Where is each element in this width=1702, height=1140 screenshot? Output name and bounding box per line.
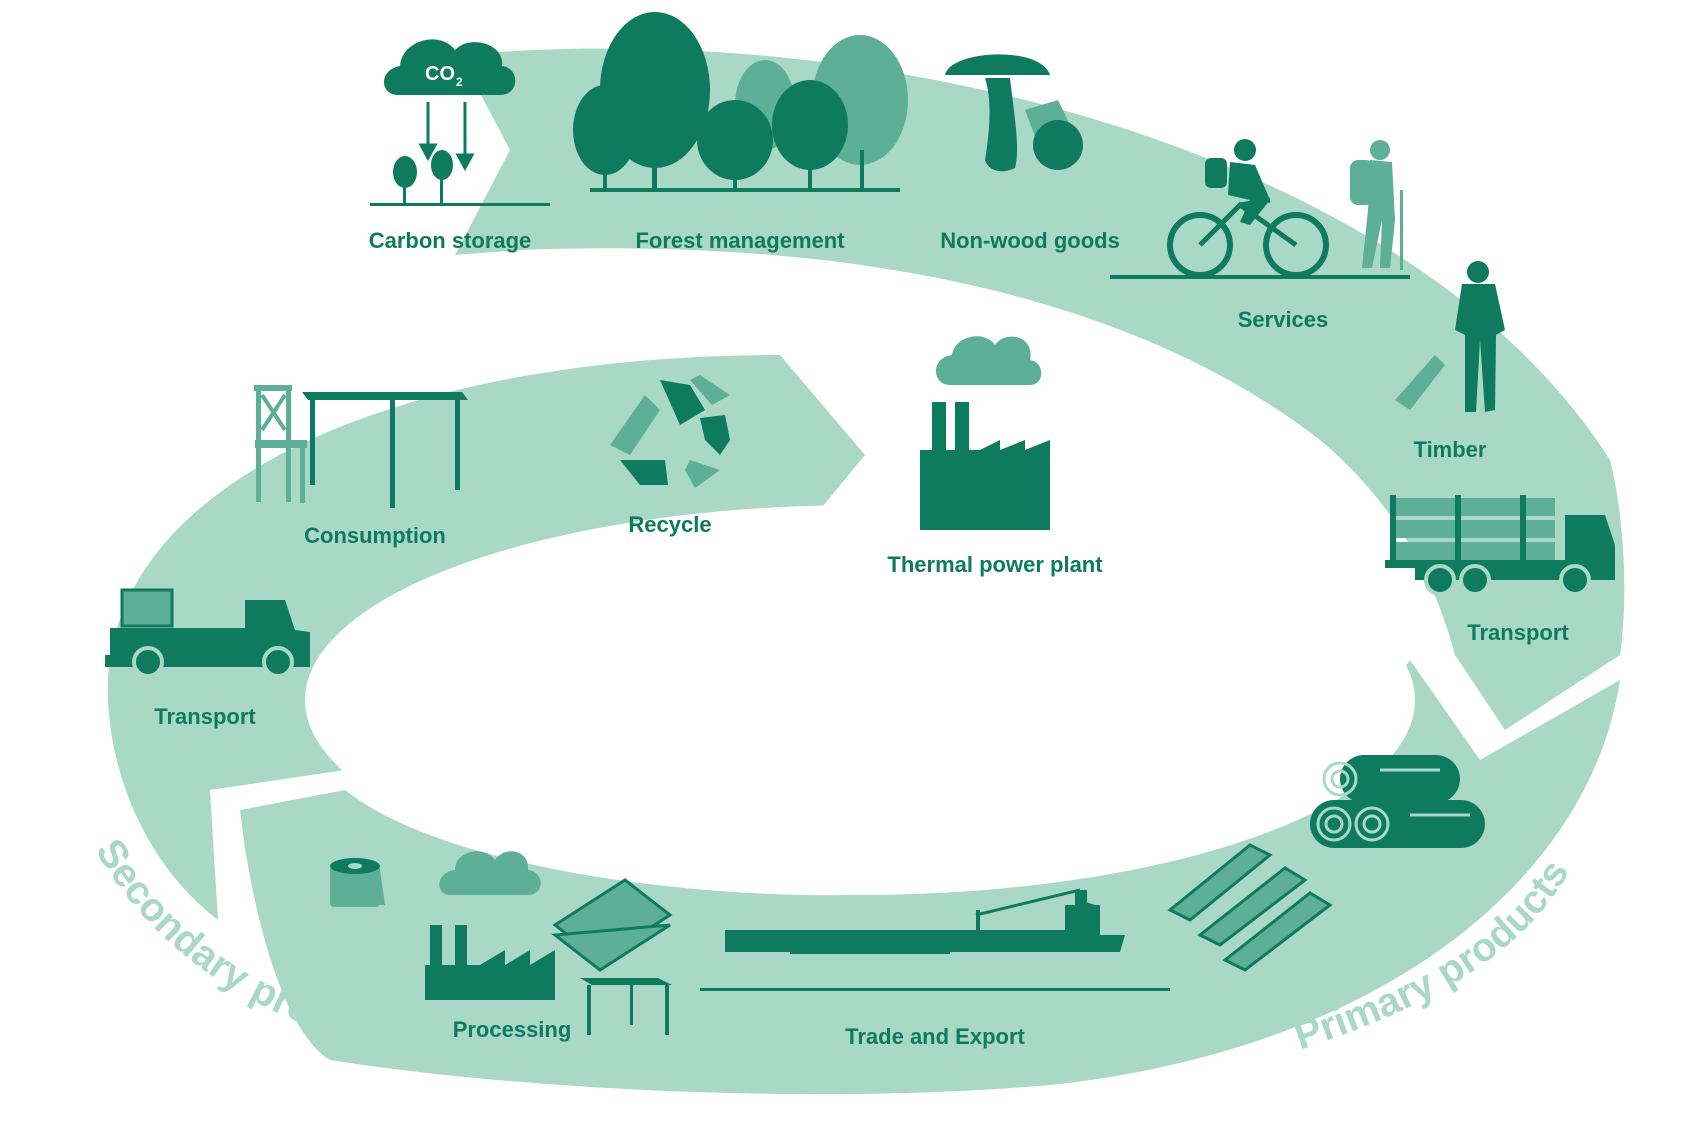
label-services: Services [1237,307,1329,332]
label-forest-management: Forest management [635,228,845,253]
processing-table-icon [580,978,672,1035]
label-processing: Processing [452,1017,572,1042]
lumberjack-icon [1395,261,1505,412]
cloud-co2-icon: CO 2 [384,39,516,95]
power-plant-factory-icon [920,402,1050,530]
pickup-truck-icon [105,588,310,678]
label-trade-export: Trade and Export [845,1024,1025,1049]
co2-text: CO [425,63,455,85]
band-secondary [107,355,865,920]
planks-icon [1167,843,1333,972]
label-timber: Timber [1413,437,1487,462]
ring-interior [305,505,1415,895]
processing-factory-icon [425,925,555,1000]
cargo-ship-icon [700,888,1170,991]
down-arrows-icon [418,102,475,172]
factory-cloud-icon [439,851,541,895]
label-consumption: Consumption [304,523,446,548]
consumption-table-icon [302,392,468,508]
co2-subscript: 2 [456,75,463,89]
chair-icon [254,385,307,503]
label-thermal-power-plant: Thermal power plant [887,552,1103,577]
label-recycle: Recycle [628,512,712,537]
toilet-paper-icon [330,858,385,907]
label-carbon-storage: Carbon storage [368,228,532,253]
log-truck-icon [1385,495,1615,596]
band-shapes [107,48,1625,1095]
chestnut-icon [1025,100,1083,170]
mushroom-icon [945,54,1050,172]
label-transport-primary: Transport [1467,620,1569,645]
paper-stack-icon [551,878,673,972]
cyclist-body-icon [1205,139,1270,225]
logs-icon [1310,755,1485,848]
forest-trees-icon [573,12,908,192]
recycle-icon [610,375,730,488]
band-primary-top [455,48,1625,731]
power-plant-cloud-icon [936,336,1042,385]
label-transport-secondary: Transport [154,704,256,729]
hiker-icon [1350,140,1403,270]
band-primary-bottom [240,660,1620,1095]
seedlings-icon [370,150,550,206]
label-non-wood-goods: Non-wood goods [940,228,1120,253]
grass-line [1110,275,1410,279]
